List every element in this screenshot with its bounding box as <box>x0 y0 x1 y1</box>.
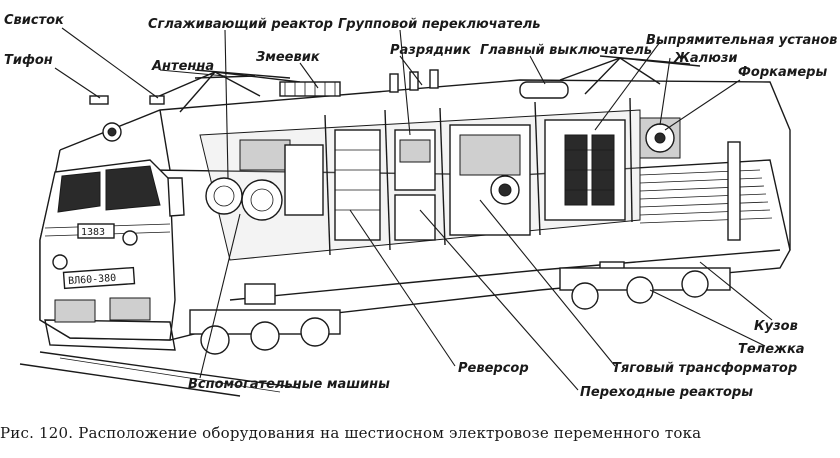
label-group-switch: Групповой переключатель <box>338 17 540 32</box>
label-zhalyuzi: Жалюзи <box>673 51 738 66</box>
label-kuzov: Кузов <box>754 319 798 334</box>
number-plate: 1383 <box>81 227 105 238</box>
cutaway-interior <box>199 97 681 261</box>
label-traction-transformer: Тяговый трансформатор <box>612 361 797 376</box>
label-aux-machines: Вспомогательные машины <box>188 377 390 392</box>
label-smoothing-reactor: Сглаживающий реактор <box>148 17 333 32</box>
leader-lines <box>54 27 773 391</box>
label-forkamery: Форкамеры <box>738 65 827 80</box>
number-plates: 1383 ВЛ60-380 <box>68 227 117 287</box>
label-tifon: Тифон <box>4 53 53 68</box>
label-telezhka: Тележка <box>738 342 805 357</box>
label-razryadnik: Разрядник <box>390 43 472 58</box>
figure-caption: Рис. 120. Расположение оборудования на ш… <box>0 424 702 442</box>
label-reversor: Реверсор <box>458 361 529 376</box>
side-plate: ВЛ60-380 <box>68 273 117 287</box>
label-antenna: Антенна <box>151 59 214 74</box>
roof-equipment <box>89 55 701 113</box>
bogies <box>189 267 731 355</box>
label-zmeevik: Змеевик <box>256 50 321 65</box>
body-ribs <box>639 141 773 241</box>
label-transition-reactors: Переходные реакторы <box>580 385 753 400</box>
label-rectifier: Выпрямительная установ <box>646 33 837 48</box>
label-svistok: Свисток <box>4 13 65 28</box>
callout-labels: Свисток Тифон Антенна Сглаживающий реакт… <box>4 13 837 400</box>
label-main-switch: Главный выключатель <box>480 43 652 58</box>
rails <box>19 351 301 397</box>
